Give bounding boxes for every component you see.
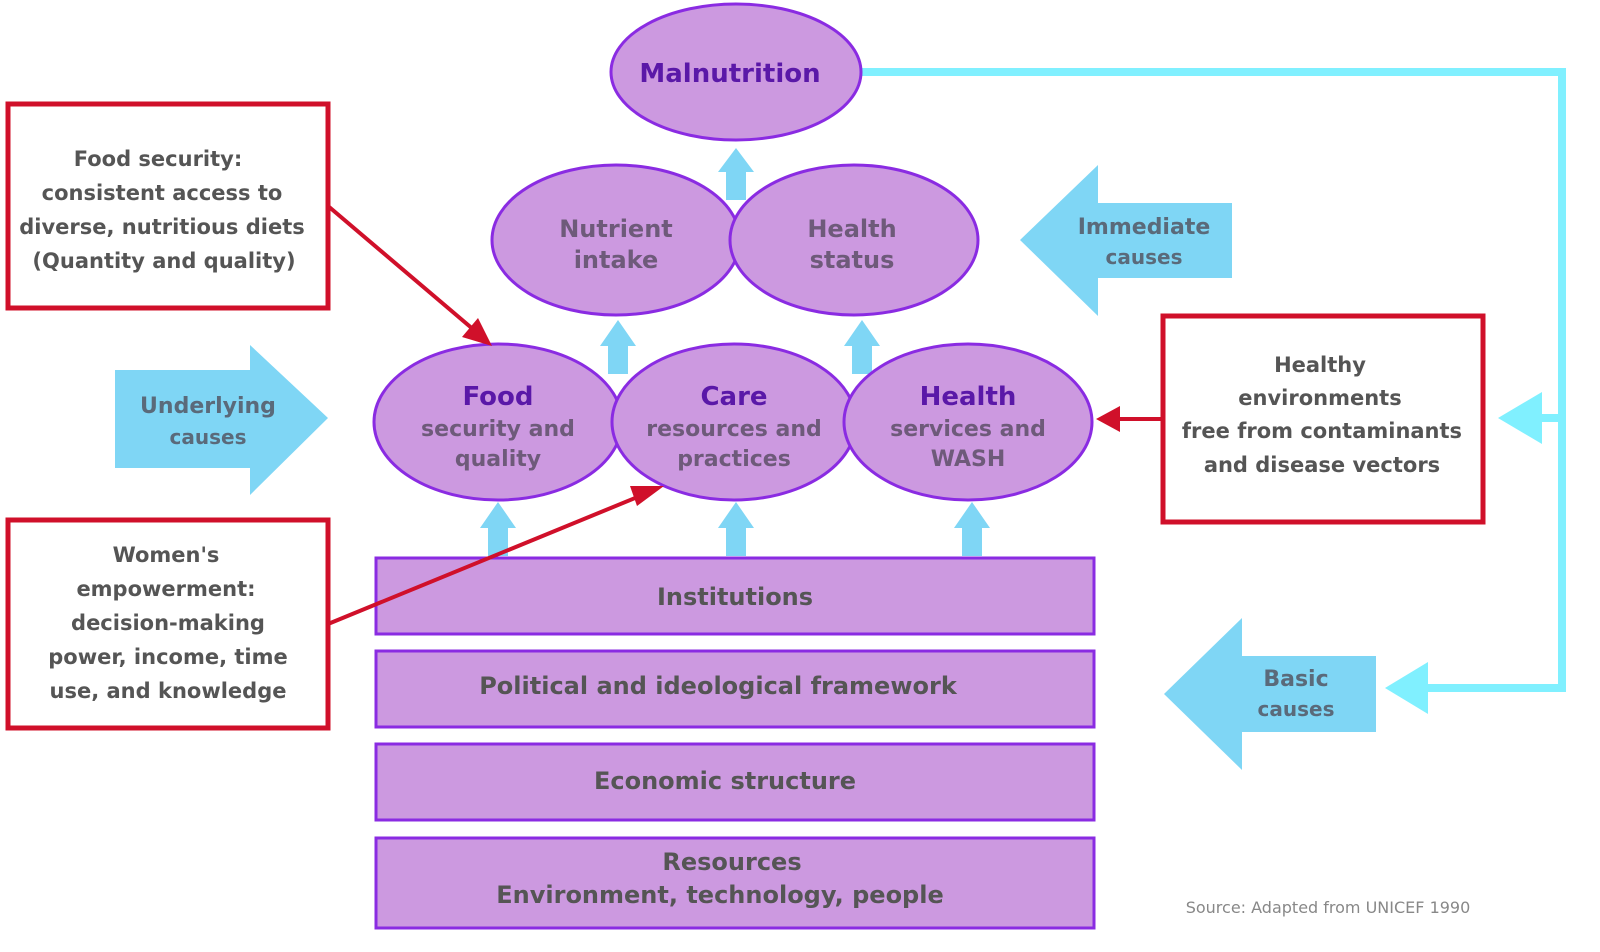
women-empowerment-callout	[5, 517, 331, 731]
food-sub-1: security and	[421, 417, 575, 442]
women-callout-line-2: empowerment:	[76, 577, 255, 601]
health-status-label-1: Health	[807, 215, 896, 243]
resources-layer	[374, 836, 1096, 930]
women-callout-line-3: decision-making	[71, 611, 265, 635]
up-arrow	[954, 502, 990, 556]
health-sub-1: services and	[890, 417, 1046, 442]
underlying-causes-arrow: Underlying causes	[115, 345, 328, 495]
women-callout-arrowhead	[630, 486, 664, 506]
basic-causes-label-2: causes	[1258, 697, 1335, 721]
women-callout-connector	[327, 494, 641, 626]
economic-label: Economic structure	[594, 767, 856, 795]
nutrient-intake-label-2: intake	[574, 246, 659, 274]
care-title: Care	[700, 382, 767, 412]
underlying-causes-label-1: Underlying	[140, 394, 276, 419]
healthy-environment-callout	[1160, 313, 1486, 525]
feedback-arrowhead-basic	[1385, 662, 1428, 714]
up-arrows	[480, 148, 990, 556]
food-security-callout-line-3: diverse, nutritious diets	[19, 215, 304, 239]
institutions-layer	[374, 556, 1096, 636]
health-status-ellipse	[728, 163, 980, 317]
women-callout-line-1: Women's	[113, 543, 220, 567]
immediate-causes-arrow: Immediate causes	[1020, 165, 1232, 316]
feedback-arrowhead-right	[1498, 392, 1542, 444]
food-callout-arrowhead	[462, 318, 492, 346]
up-arrow	[600, 320, 636, 374]
malnutrition-ellipse	[609, 2, 863, 142]
malnutrition-label: Malnutrition	[639, 59, 820, 89]
health-status-label-2: status	[810, 246, 895, 274]
health-services-ellipse	[842, 342, 1094, 502]
food-security-callout-line-4: (Quantity and quality)	[32, 249, 295, 273]
resources-label-1: Resources	[662, 848, 801, 876]
care-sub-2: practices	[677, 447, 791, 472]
environment-callout-arrowhead	[1096, 406, 1120, 432]
political-label: Political and ideological framework	[479, 672, 958, 700]
food-security-callout	[5, 101, 331, 311]
food-title: Food	[462, 382, 533, 412]
immediate-causes-label-1: Immediate	[1078, 215, 1211, 240]
up-arrow	[718, 502, 754, 556]
basic-causes-arrow: Basic causes	[1164, 618, 1376, 770]
health-sub-2: WASH	[931, 447, 1006, 472]
resources-label-2: Environment, technology, people	[496, 881, 944, 909]
source-note: Source: Adapted from UNICEF 1990	[1186, 898, 1471, 917]
institutions-label: Institutions	[657, 583, 813, 611]
basic-causes-label-1: Basic	[1263, 667, 1328, 692]
political-layer	[374, 649, 1096, 729]
underlying-causes-label-2: causes	[170, 425, 247, 449]
food-sub-2: quality	[455, 447, 541, 472]
up-arrow	[844, 320, 880, 374]
environment-callout-line-2: environments	[1238, 386, 1401, 410]
environment-callout-line-3: free from contaminants	[1182, 419, 1462, 443]
food-security-callout-line-2: consistent access to	[42, 181, 283, 205]
nutrient-intake-label-1: Nutrient	[559, 215, 673, 243]
immediate-causes-label-2: causes	[1106, 245, 1183, 269]
economic-layer	[374, 742, 1096, 822]
feedback-loop-line	[862, 68, 1566, 692]
up-arrow	[480, 502, 516, 556]
up-arrow	[718, 148, 754, 200]
women-callout-line-4: power, income, time	[48, 645, 287, 669]
health-title: Health	[920, 382, 1017, 412]
women-callout-line-5: use, and knowledge	[50, 679, 287, 703]
food-security-callout-line-1: Food security:	[74, 147, 243, 171]
environment-callout-line-4: and disease vectors	[1204, 453, 1440, 477]
environment-callout-line-1: Healthy	[1274, 353, 1366, 377]
food-callout-connector	[326, 204, 476, 332]
care-sub-1: resources and	[646, 417, 821, 442]
